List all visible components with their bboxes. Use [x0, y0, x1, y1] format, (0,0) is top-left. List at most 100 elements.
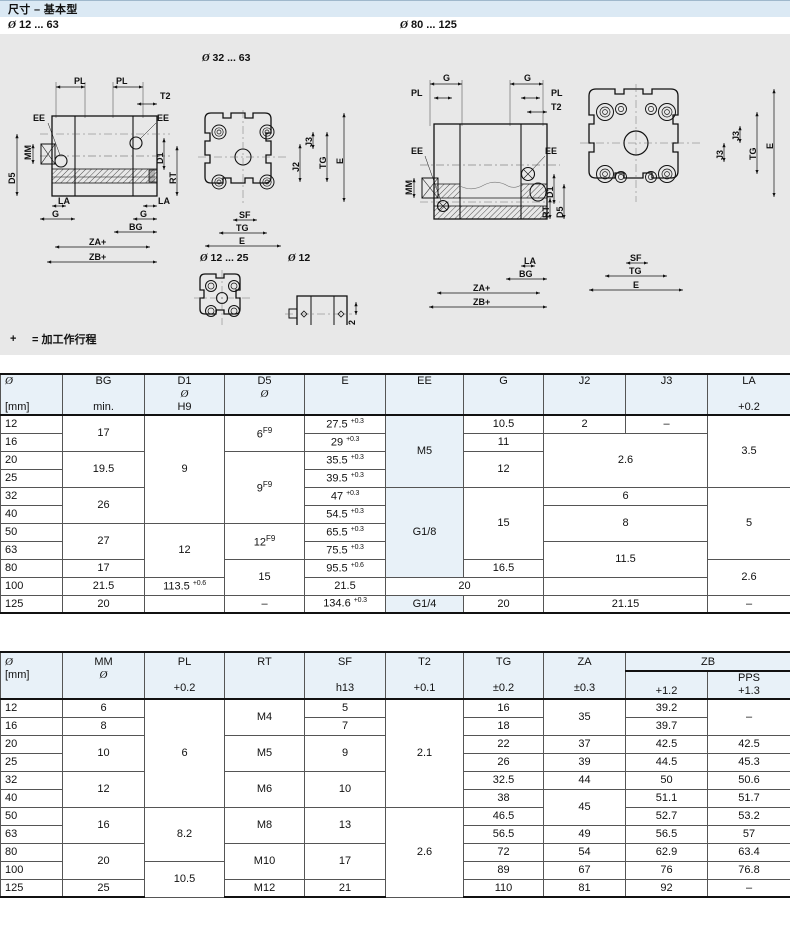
t2-dia: 20	[0, 734, 63, 754]
table2-header-row-sub: +1.2 PPS +1.3	[1, 670, 790, 700]
t2-rt: M4	[224, 698, 305, 736]
table2-col-mm: MM Ø	[62, 651, 145, 700]
dim-label-ZB: ZB+	[89, 252, 106, 262]
table1-header-row: Ø [mm] BG min. D1 Ø H9	[0, 373, 790, 416]
drawing-mid-face-view: J3 J2 TG E SF TG E	[198, 110, 346, 248]
dim-label-D1: D1	[545, 186, 555, 198]
t2-mm: 8	[62, 716, 145, 736]
dim-label-SF: SF	[239, 210, 251, 220]
t1-g: 10.5	[463, 414, 544, 434]
t2-za: 44	[543, 770, 626, 790]
t2-tg: 22	[463, 734, 544, 754]
dim-label-G: G	[140, 209, 147, 219]
t1-g: 16.5	[463, 558, 544, 578]
diameter-symbol-icon: Ø	[200, 253, 208, 264]
dim-label-PL: PL	[411, 88, 423, 98]
t2-rt: M10	[224, 842, 305, 880]
dim-label-ZA: ZA+	[473, 283, 490, 293]
t2-dia: 25	[0, 752, 63, 772]
t2-mm: 12	[62, 770, 145, 808]
dim-label-RT: RT	[541, 206, 551, 218]
table1-col-g: G	[463, 373, 544, 416]
dim-label-MM: MM	[23, 145, 33, 160]
table1-col-la: LA +0.2	[707, 373, 790, 416]
dim-label-EE: EE	[545, 146, 557, 156]
diameter-symbol-icon: Ø	[202, 53, 210, 64]
table-row: 80 17 15 95.5 +0.6 16.5 2.6	[0, 558, 790, 596]
range-label-tiny: Ø 12	[288, 252, 310, 264]
t1-d5: –	[224, 594, 305, 614]
dim-label-E: E	[633, 280, 639, 290]
t1-j3: –	[625, 414, 708, 434]
t2-pps: 63.4	[707, 842, 790, 862]
t2-pps: 42.5	[707, 734, 790, 754]
t2-tg: 72	[463, 842, 544, 862]
dim-label-EE: EE	[411, 146, 423, 156]
t1-j2j3: 11.5	[543, 540, 708, 578]
t1-d1: 12	[144, 522, 225, 578]
diameter-symbol-icon: Ø	[5, 656, 13, 668]
table1-col-d1: D1 Ø H9	[144, 373, 225, 416]
t1-dia: 125	[0, 594, 63, 614]
table2-col-dia: Ø [mm]	[0, 651, 63, 700]
t2-za: 37	[543, 734, 626, 754]
table-row: 80 20 M10 17 72 54 62.9 63.4	[0, 842, 790, 880]
range-label-right: Ø 80 ... 125	[400, 19, 457, 31]
t1-g: 11	[463, 432, 544, 452]
t1-dia: 25	[0, 468, 63, 488]
dim-label-BG: BG	[129, 222, 143, 232]
t2-za: 54	[543, 842, 626, 862]
t1-bg: 27	[62, 522, 145, 560]
table-row: 125 25 M12 21 110 81 92 –	[0, 878, 790, 898]
range-label-mid: Ø 32 ... 63	[202, 52, 250, 64]
t1-bg: 21.5	[62, 576, 145, 596]
t1-e: 27.5 +0.3	[304, 414, 386, 434]
t2-mm: 25	[62, 878, 145, 898]
t1-ee: G1/4	[385, 594, 464, 614]
t2-zb: 92	[625, 878, 708, 898]
table-row: 16 8 7 18 39.7	[0, 716, 790, 736]
drawing-left-section-view: PL PL T2 EE EE MM D5	[7, 76, 179, 264]
t2-tg: 46.5	[463, 806, 544, 826]
t1-e: 29 +0.3	[304, 432, 386, 452]
table2-col-zb-pps: PPS +1.3	[707, 670, 790, 700]
technical-drawing-panel: Ø 32 ... 63 Ø 12 ... 25 Ø 12	[0, 34, 790, 355]
diameter-symbol-icon: Ø	[288, 253, 296, 264]
t1-d1: 9	[144, 414, 225, 524]
t1-dia: 80	[0, 558, 63, 578]
t2-pps: –	[707, 878, 790, 898]
range-label-small: Ø 12 ... 25	[200, 252, 248, 264]
t1-e: 95.5 +0.6	[304, 558, 386, 578]
t1-j2j3: 2.6	[543, 432, 708, 488]
t1-e: 39.5 +0.3	[304, 468, 386, 488]
t2-pps: 51.7	[707, 788, 790, 808]
table-row: 125 20 – 134.6 +0.3 G1/4 20 21.15 –	[0, 594, 790, 614]
table2-header-row-top: Ø [mm] MM Ø PL +0.2	[0, 651, 790, 700]
t1-d5: 15	[224, 558, 305, 596]
t1-d1	[144, 594, 225, 614]
dim-label-LA: LA	[58, 196, 70, 206]
table-row: 63 75.5 +0.3 11.5	[0, 540, 790, 578]
t2-sf: 13	[304, 806, 386, 844]
drawing-svg: PL PL T2 EE EE MM D5	[7, 73, 776, 333]
dim-label-RT: RT	[168, 172, 178, 184]
table1-col-j2: J2	[543, 373, 626, 416]
footnote-text: = 加工作行程	[32, 334, 97, 346]
t2-pl: 10.5	[144, 860, 225, 898]
drawing-right-face-view: J3 J3 TG E SF TG E	[580, 84, 776, 292]
t2-tg: 56.5	[463, 824, 544, 844]
dim-label-J3: J3	[304, 137, 314, 147]
diameter-symbol-icon: Ø	[400, 19, 408, 31]
t2-sf: 9	[304, 734, 386, 772]
t1-bg: 19.5	[62, 450, 145, 488]
t2-dia: 80	[0, 842, 63, 862]
dimension-table-1: Ø [mm] BG min. D1 Ø H9	[0, 373, 790, 614]
t2-sf: 10	[304, 770, 386, 808]
t1-dia: 100	[0, 576, 63, 596]
t2-tg: 110	[463, 878, 544, 898]
diameter-symbol-icon: Ø	[5, 375, 13, 387]
dimension-table-2: Ø [mm] MM Ø PL +0.2	[0, 651, 790, 898]
dim-label-TG: TG	[236, 223, 249, 233]
range-tiny-value: 12	[298, 252, 311, 264]
table-row: 12 6 6 M4 5 2.1 16 35 39.2 –	[0, 698, 790, 808]
